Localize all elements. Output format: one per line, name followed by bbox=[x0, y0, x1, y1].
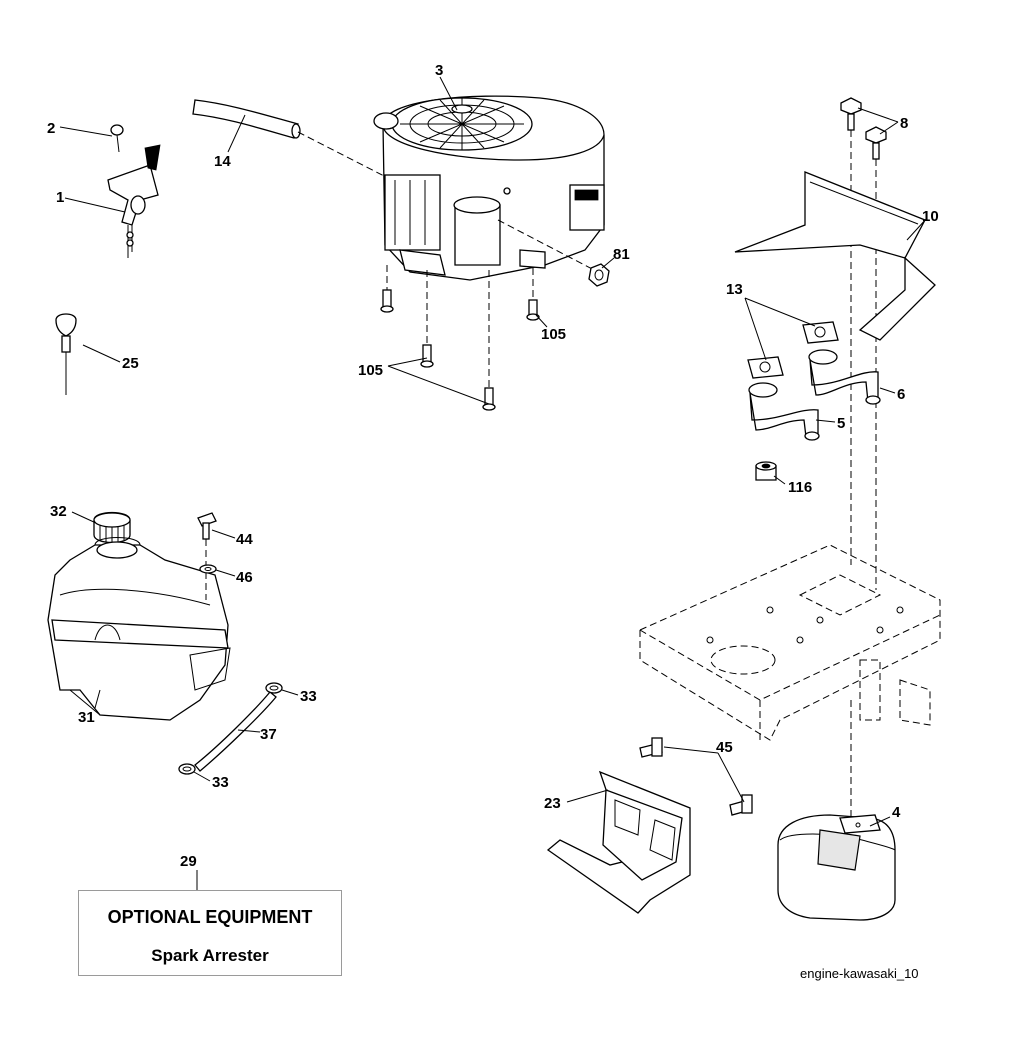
callout-13: 13 bbox=[726, 281, 743, 298]
fuel-hose-part[interactable] bbox=[192, 99, 389, 179]
heat-shield-part[interactable] bbox=[734, 171, 936, 341]
hose-clamp-top-part[interactable] bbox=[265, 682, 283, 694]
nut-part[interactable] bbox=[588, 263, 610, 287]
callout-31: 31 bbox=[78, 709, 95, 726]
optional-equipment-box: OPTIONAL EQUIPMENT Spark Arrester bbox=[78, 890, 342, 976]
callout-37: 37 bbox=[260, 726, 277, 743]
spacer-part[interactable] bbox=[755, 461, 777, 481]
callout-45: 45 bbox=[716, 739, 733, 756]
callout-116: 116 bbox=[788, 479, 812, 496]
callout-33-top: 33 bbox=[300, 688, 317, 705]
diagram-id-label: engine-kawasaki_10 bbox=[800, 966, 919, 981]
exhaust-gaskets-part[interactable] bbox=[747, 321, 839, 379]
frame-reference bbox=[639, 544, 941, 820]
callout-32: 32 bbox=[50, 503, 67, 520]
callout-5: 5 bbox=[837, 415, 845, 432]
exhaust-pipe-6-part[interactable] bbox=[808, 349, 881, 405]
spark-arrester-label: Spark Arrester bbox=[151, 946, 269, 965]
callout-105-left: 105 bbox=[358, 362, 383, 379]
engine-part[interactable] bbox=[373, 95, 605, 281]
callout-1: 1 bbox=[56, 189, 64, 206]
callout-81: 81 bbox=[613, 246, 630, 263]
tank-screw-part[interactable] bbox=[197, 512, 217, 600]
callout-25: 25 bbox=[122, 355, 139, 372]
muffler-part[interactable] bbox=[777, 814, 896, 921]
fuel-tank-part[interactable] bbox=[47, 537, 231, 721]
callout-2: 2 bbox=[47, 120, 55, 137]
callout-33-bottom: 33 bbox=[212, 774, 229, 791]
callout-23: 23 bbox=[544, 795, 561, 812]
callout-8: 8 bbox=[900, 115, 908, 132]
dipstick-part[interactable] bbox=[55, 313, 77, 395]
shield-bolts-part[interactable] bbox=[840, 97, 887, 590]
callout-105-right: 105 bbox=[541, 326, 566, 343]
exhaust-pipe-5-part[interactable] bbox=[748, 382, 820, 441]
throttle-control-part[interactable] bbox=[107, 124, 161, 258]
washer-part[interactable] bbox=[199, 564, 217, 574]
callout-labels: 1 2 3 14 25 81 105 105 8 10 13 6 5 116 3… bbox=[47, 62, 939, 870]
leader-lines bbox=[59, 76, 928, 890]
callout-3: 3 bbox=[435, 62, 443, 79]
callout-46: 46 bbox=[236, 569, 253, 586]
callout-4: 4 bbox=[892, 804, 901, 821]
hose-clamp-bottom-part[interactable] bbox=[178, 763, 196, 775]
fuel-cap-part[interactable] bbox=[93, 511, 131, 544]
callout-6: 6 bbox=[897, 386, 905, 403]
engine-bolts-part[interactable] bbox=[380, 265, 540, 411]
optional-equipment-title: OPTIONAL EQUIPMENT bbox=[107, 907, 313, 927]
callout-10: 10 bbox=[922, 208, 939, 225]
arrester-screws-part[interactable] bbox=[639, 737, 753, 816]
callout-44: 44 bbox=[236, 531, 253, 548]
callout-14: 14 bbox=[214, 153, 231, 170]
fuel-line-part[interactable] bbox=[194, 691, 277, 772]
callout-29: 29 bbox=[180, 853, 197, 870]
spark-arrester-screen-part[interactable] bbox=[546, 770, 691, 914]
